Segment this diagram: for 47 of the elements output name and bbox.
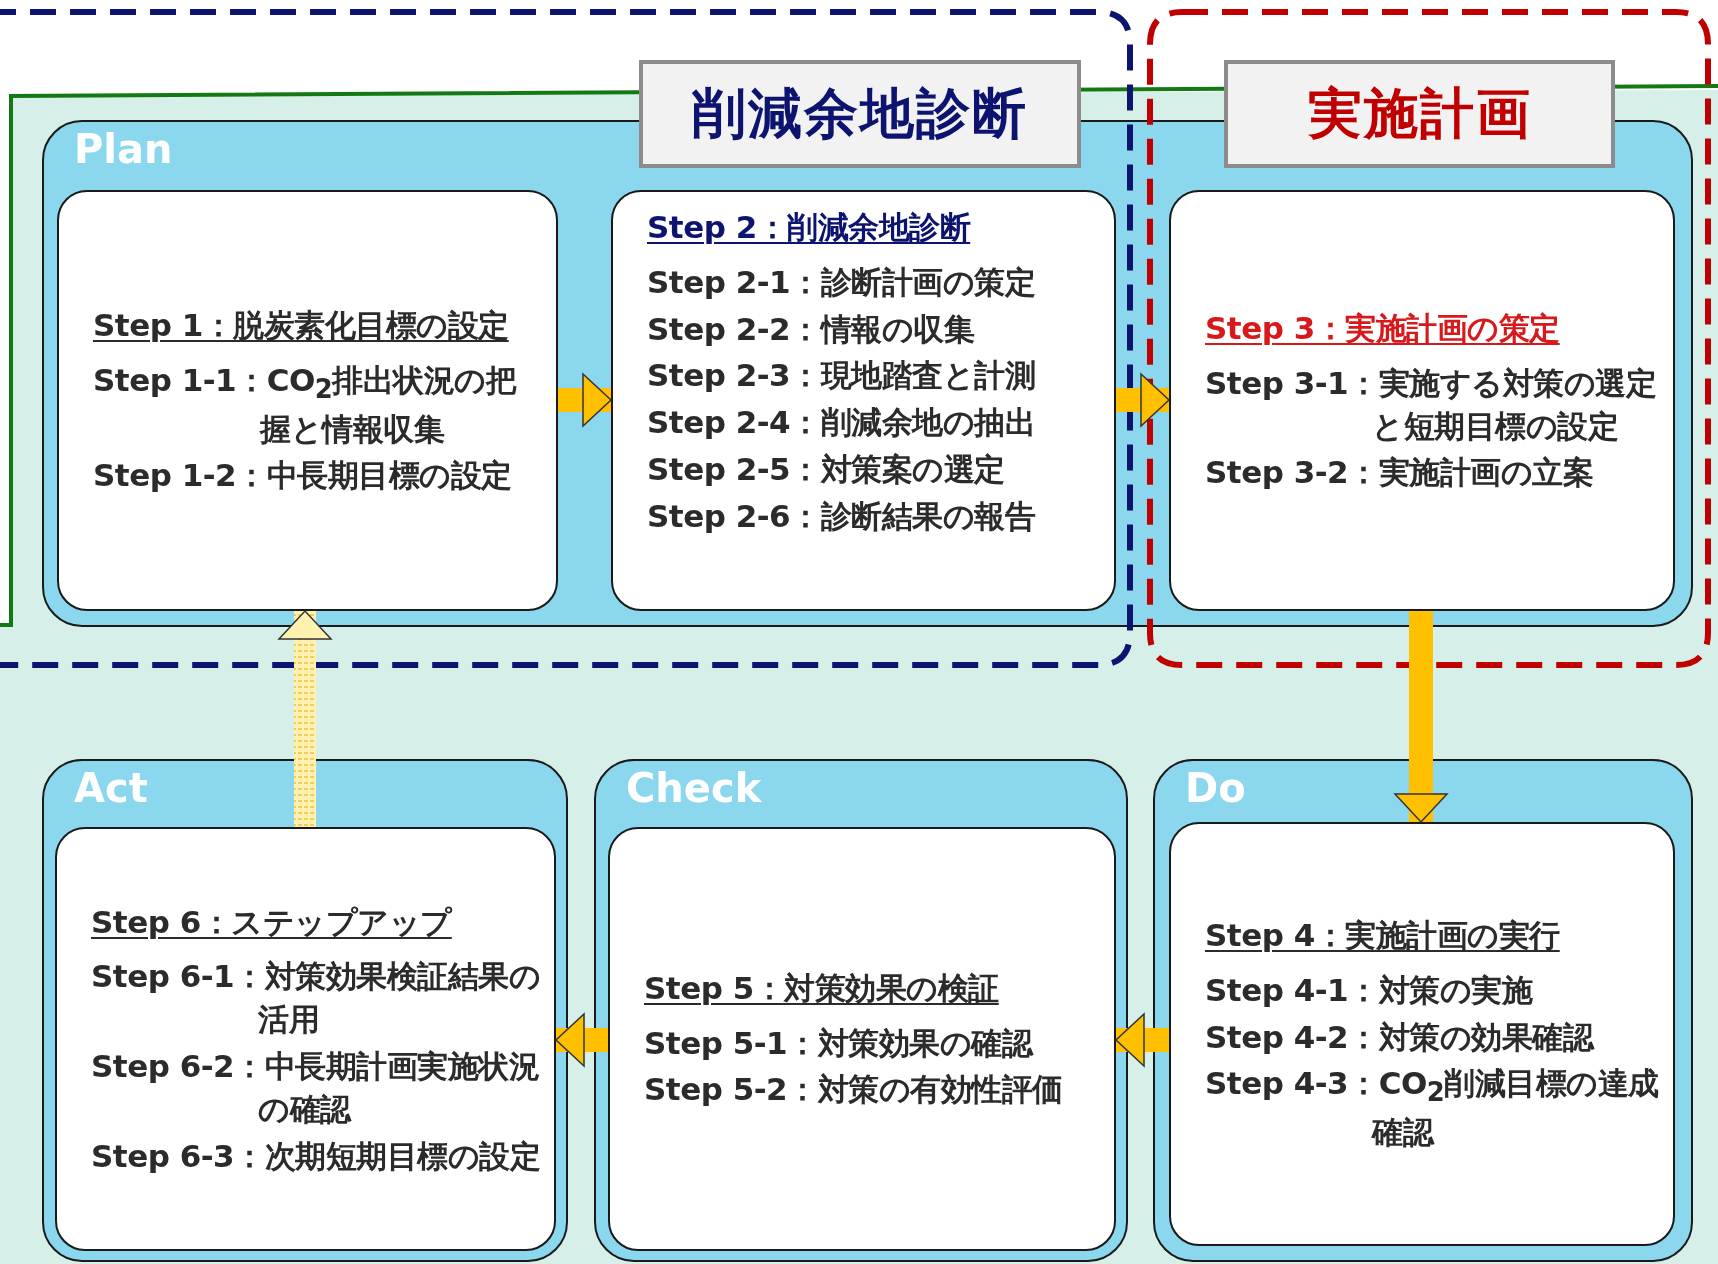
step-item: Step 4-2：対策の効果確認 (1205, 1017, 1596, 1057)
title-text: 実施計画 (1307, 80, 1532, 147)
block-arrow (1115, 1013, 1169, 1067)
phase-label: Act (74, 765, 148, 811)
step-item: Step 4-1：対策の実施 (1205, 970, 1534, 1010)
step-box (1169, 822, 1675, 1246)
step-item: Step 3-2：実施計画の立案 (1205, 453, 1595, 493)
step-heading: Step 4：実施計画の実行 (1205, 916, 1561, 956)
step-item: Step 2-6：診断結果の報告 (647, 496, 1037, 536)
block-arrow (1116, 373, 1170, 427)
step-box (608, 827, 1116, 1251)
block-arrow (278, 610, 332, 827)
block-arrow (555, 1013, 608, 1067)
step-item: Step 2-5：対策案の選定 (647, 449, 1006, 489)
step-heading: Step 2：削減余地診断 (647, 208, 972, 247)
phase-panel (594, 759, 1128, 1262)
phase-panel (1153, 759, 1693, 1262)
block-arrow (558, 373, 612, 427)
step-box (1169, 190, 1675, 611)
title-box (1224, 60, 1615, 168)
step-item: Step 5-1：対策効果の確認 (644, 1023, 1035, 1063)
step-item: Step 2-1：診断計画の策定 (647, 262, 1037, 302)
step-item: Step 6-2：中長期計画実施状況の確認 (91, 1047, 541, 1129)
step-item: Step 2-4：削減余地の抽出 (647, 403, 1037, 443)
step-heading: Step 5：対策効果の検証 (644, 968, 1000, 1008)
step-heading: Step 3：実施計画の策定 (1205, 308, 1561, 348)
step-item: Step 5-2：対策の有効性評価 (644, 1070, 1064, 1110)
step-item: Step 2-2：情報の収集 (647, 309, 976, 349)
step-item: Step 1-2：中長期目標の設定 (93, 456, 513, 496)
phase-label: Check (626, 765, 762, 811)
phase-label: Do (1185, 765, 1246, 811)
step-item: Step 6-3：次期短期目標の設定 (91, 1136, 542, 1176)
step-heading: Step 1：脱炭素化目標の設定 (93, 305, 510, 345)
title-box (639, 60, 1081, 168)
title-text: 削減余地診断 (692, 80, 1028, 147)
phase-label: Plan (74, 126, 173, 172)
block-arrow (1394, 611, 1448, 823)
step-item: Step 6-1：対策効果検証結果の活用 (91, 957, 542, 1040)
step-item: Step 1-1：CO$_{2}$排出状況の把握と情報収集 (93, 360, 518, 449)
step-item: Step 3-1：実施する対策の選定と短期目標の設定 (1205, 363, 1658, 446)
step-box (55, 827, 556, 1251)
step-box (611, 190, 1116, 611)
phase-panel (42, 759, 568, 1262)
step-box (57, 190, 558, 611)
step-heading: Step 6：ステップアップ (91, 902, 454, 942)
step-item: Step 2-3：現地踏査と計測 (647, 356, 1037, 396)
step-item: Step 4-3：CO$_{2}$削減目標の達成確認 (1205, 1064, 1660, 1153)
